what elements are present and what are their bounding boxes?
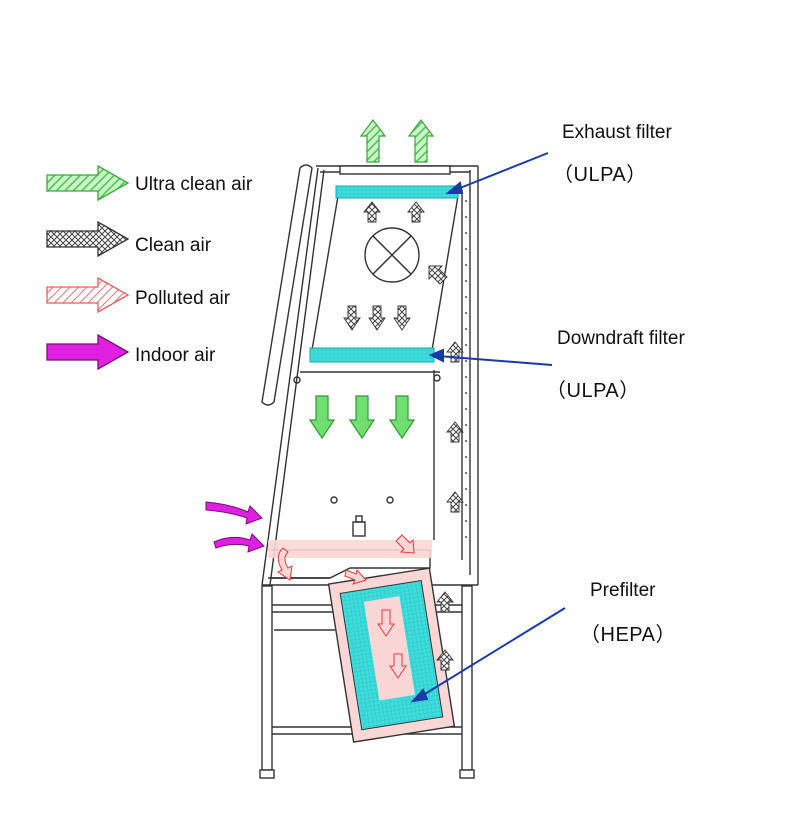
callout-downdraft-filter-type: （ULPA） (546, 380, 640, 402)
callout-prefilter-type: （HEPA） (580, 624, 676, 646)
clean-airflow-arrows (343, 201, 464, 671)
callout-pointers (410, 152, 566, 703)
sash-panel (261, 164, 313, 406)
prefilter-box (327, 567, 456, 743)
crosshatched-gray-arrow-icon (46, 220, 130, 258)
polluted-airflow-arrows (277, 534, 415, 679)
hatched-green-arrow-icon (46, 164, 130, 202)
downdraft-filter (309, 347, 435, 363)
legend-label-polluted-air: Polluted air (135, 288, 231, 309)
hatched-red-arrow-icon (46, 276, 130, 314)
callout-exhaust-filter-type: （ULPA） (553, 164, 647, 186)
downflow-airflow-arrows (308, 395, 416, 440)
exhaust-filter (335, 185, 459, 199)
indoor-airflow-arrows (205, 501, 265, 553)
polluted-air-zone (268, 540, 432, 558)
callout-prefilter-title: Prefilter (590, 580, 656, 601)
legend-label-ultra-clean-air: Ultra clean air (135, 174, 253, 195)
legend-label-indoor-air: Indoor air (135, 345, 216, 366)
legend (46, 164, 130, 371)
magenta-arrow-icon (46, 333, 130, 371)
callout-exhaust-filter-title: Exhaust filter (562, 122, 672, 143)
callout-downdraft-filter-title: Downdraft filter (557, 328, 685, 349)
legend-label-clean-air: Clean air (135, 235, 212, 256)
exhaust-airflow-arrows (359, 119, 435, 163)
